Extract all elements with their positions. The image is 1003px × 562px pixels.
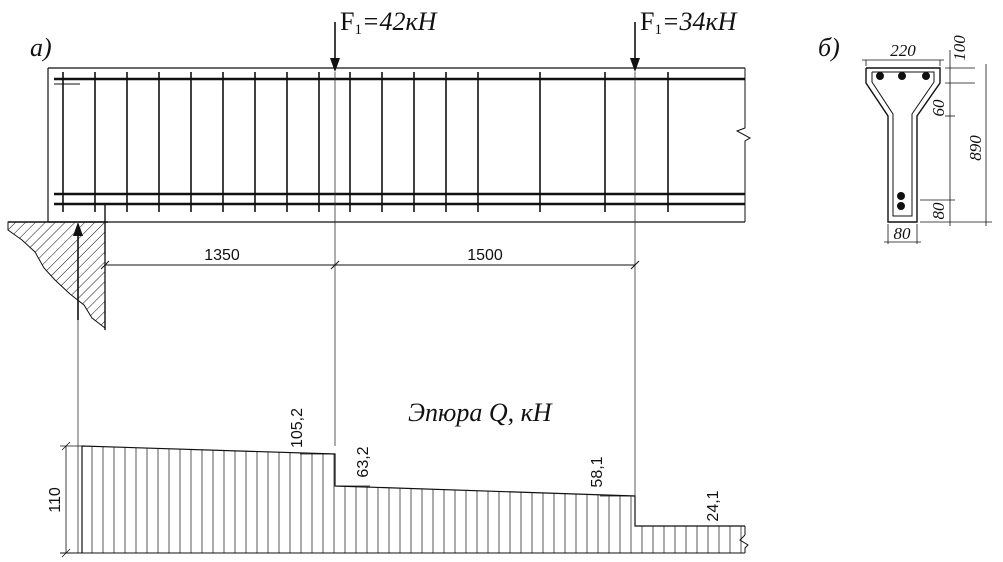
sec-haunch: 60 bbox=[929, 99, 948, 117]
span2-dimension: 1500 bbox=[467, 247, 503, 264]
force1-label: F1=42кН bbox=[340, 7, 438, 38]
q-value-24-1: 24,1 bbox=[705, 490, 722, 521]
shear-diagram-title: Эпюра Q, кН bbox=[408, 398, 553, 427]
panel-b-label: б) bbox=[818, 33, 840, 62]
q-value-105-2: 105,2 bbox=[289, 408, 306, 448]
q-value-58-1: 58,1 bbox=[589, 456, 606, 487]
support bbox=[7, 205, 108, 330]
shear-hatching bbox=[91, 446, 742, 553]
span1-dimension: 1350 bbox=[204, 247, 240, 264]
force-arrows bbox=[330, 22, 640, 72]
sec-web-width: 80 bbox=[894, 224, 912, 243]
support-hatch bbox=[7, 221, 106, 330]
sec-bottom: 80 bbox=[929, 202, 948, 220]
reaction-arrowhead bbox=[73, 222, 83, 236]
sec-flange-height: 100 bbox=[950, 35, 969, 61]
shear-diagram bbox=[60, 441, 749, 558]
q-value-110: 110 bbox=[47, 487, 64, 513]
cross-section bbox=[862, 50, 992, 244]
span-dimensions bbox=[100, 260, 640, 270]
q-value-63-2: 63,2 bbox=[355, 446, 372, 477]
force2-label: F1=34кН bbox=[640, 7, 738, 38]
panel-a-label: а) bbox=[30, 33, 52, 62]
stirrups bbox=[62, 72, 669, 212]
projection-lines bbox=[77, 72, 636, 553]
sec-total-height: 890 bbox=[966, 135, 985, 161]
sec-top-width: 220 bbox=[890, 41, 916, 60]
beam-elevation bbox=[47, 67, 752, 223]
